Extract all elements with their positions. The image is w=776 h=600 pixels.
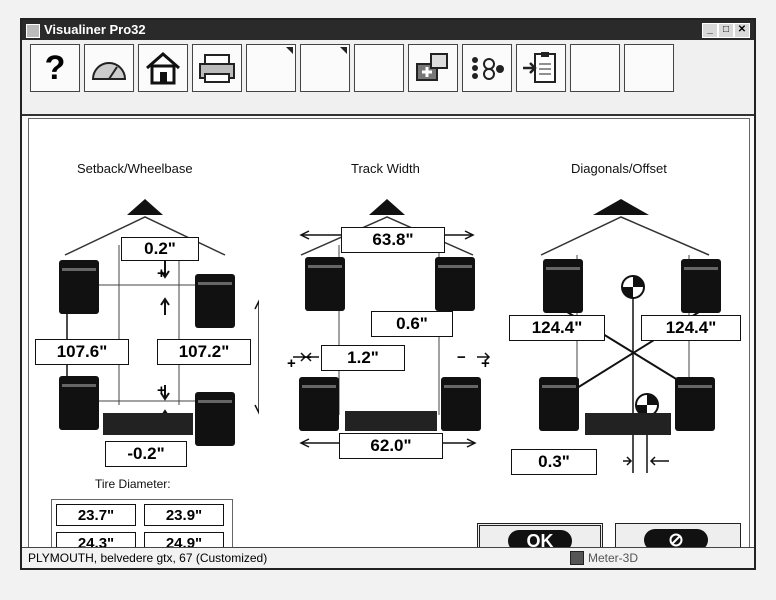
tire-front-right-value: 23.9"	[144, 504, 224, 526]
wheel-layout-icon	[472, 57, 504, 80]
toolbar-slot-11[interactable]	[570, 44, 620, 92]
minimize-button[interactable]: _	[702, 23, 718, 38]
gauge-button[interactable]	[84, 44, 134, 92]
plus-sign: +	[157, 265, 166, 282]
status-bar: PLYMOUTH, belvedere gtx, 67 (Customized)…	[22, 547, 754, 568]
toolbar: ?	[22, 40, 754, 116]
track-difference-value: 0.6"	[371, 311, 453, 337]
window-title: Visualiner Pro32	[44, 22, 146, 37]
front-roof-indicator	[593, 199, 649, 215]
front-left-wheel	[59, 260, 99, 314]
toolbar-slot-7[interactable]	[354, 44, 404, 92]
offset-value: 0.3"	[511, 449, 597, 475]
track-offset-value: 1.2"	[321, 345, 405, 371]
front-right-wheel	[195, 274, 235, 328]
rear-axle-bar	[585, 413, 671, 435]
front-left-wheel	[305, 257, 345, 311]
tire-front-left-value: 23.7"	[56, 504, 136, 526]
rear-setback-value: -0.2"	[105, 441, 187, 467]
front-left-wheel	[543, 259, 583, 313]
front-right-wheel	[435, 257, 475, 311]
rear-track-value: 62.0"	[339, 433, 443, 459]
plus-sign: +	[157, 382, 166, 399]
rear-right-wheel	[441, 377, 481, 431]
maximize-button[interactable]: □	[718, 23, 734, 38]
front-setback-value: 0.2"	[121, 237, 199, 261]
report-button[interactable]	[516, 44, 566, 92]
minus-sign: −	[303, 349, 312, 366]
front-roof-indicator	[127, 199, 163, 215]
no-entry-icon	[669, 533, 683, 547]
app-window: Visualiner Pro32 _ □ ✕ ?	[20, 18, 756, 570]
rear-axle-bar	[345, 411, 437, 431]
title-bar: Visualiner Pro32 _ □ ✕	[22, 20, 754, 40]
rear-left-wheel	[539, 377, 579, 431]
rear-left-wheel	[299, 377, 339, 431]
gauge-icon	[91, 62, 127, 80]
meter-icon	[570, 551, 584, 565]
cancel-pill	[644, 529, 708, 551]
alignment-panel: Setback/Wheelbase 0.2" + + 107.6" 107.2"…	[28, 118, 750, 559]
toolbar-slot-6[interactable]	[300, 44, 350, 92]
right-diagonal-value: 124.4"	[641, 315, 741, 341]
diagonals-diagram	[540, 216, 710, 473]
help-button[interactable]: ?	[30, 44, 80, 92]
toolbar-slot-5[interactable]	[246, 44, 296, 92]
diagonals-title: Diagonals/Offset	[571, 161, 667, 176]
plus-sign: +	[287, 355, 296, 372]
front-right-wheel	[681, 259, 721, 313]
rear-left-wheel	[59, 376, 99, 430]
ok-label: OK	[508, 530, 572, 552]
dropdown-marker-icon	[340, 47, 347, 54]
print-button[interactable]	[192, 44, 242, 92]
setback-title: Setback/Wheelbase	[77, 161, 193, 176]
rear-right-wheel	[195, 392, 235, 446]
rear-right-wheel	[675, 377, 715, 431]
printer-icon	[199, 54, 235, 83]
wheels-button[interactable]	[462, 44, 512, 92]
help-icon: ?	[44, 48, 66, 87]
tire-diameter-label: Tire Diameter:	[95, 477, 171, 491]
left-wheelbase-value: 107.6"	[35, 339, 129, 365]
track-width-title: Track Width	[351, 161, 420, 176]
camera-measure-icon	[416, 53, 448, 81]
home-icon	[146, 52, 180, 85]
meter-mode: Meter-3D	[588, 551, 639, 565]
left-diagonal-value: 124.4"	[509, 315, 605, 341]
home-button[interactable]	[138, 44, 188, 92]
plus-sign: +	[481, 355, 490, 372]
rear-axle-bar	[103, 413, 193, 435]
vehicle-status: PLYMOUTH, belvedere gtx, 67 (Customized)	[28, 551, 268, 565]
front-track-value: 63.8"	[341, 227, 445, 253]
app-icon	[26, 24, 40, 38]
close-button[interactable]: ✕	[734, 23, 750, 38]
measure-button[interactable]	[408, 44, 458, 92]
dropdown-marker-icon	[286, 47, 293, 54]
front-roof-indicator	[369, 199, 405, 215]
right-wheelbase-value: 107.2"	[157, 339, 251, 365]
toolbar-slot-12[interactable]	[624, 44, 674, 92]
clipboard-arrow-icon	[523, 52, 556, 83]
minus-sign: −	[457, 349, 466, 366]
